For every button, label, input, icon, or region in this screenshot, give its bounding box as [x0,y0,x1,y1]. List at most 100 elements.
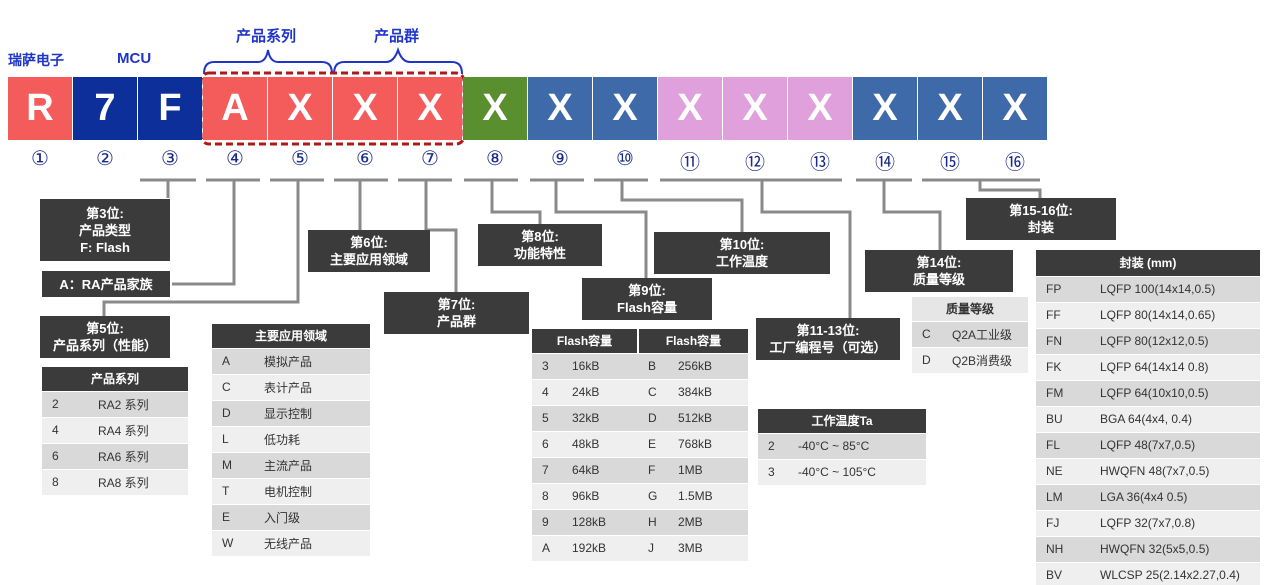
table-cell: RA8 系列 [88,468,188,495]
callout-pos4: A：RA产品家族 [42,271,170,297]
series-table-header: 产品系列 [42,367,188,391]
position-number-12: ⑫ [745,150,765,174]
table-cell: L [212,425,254,452]
position-number-9: ⑨ [551,146,569,170]
callout-pos11-13-line2: 工厂编程号（可选） [769,340,887,355]
table-cell: 3MB [668,534,748,561]
table-cell: G [638,482,668,509]
table-cell: LQFP 48(7x7,0.5) [1090,431,1260,458]
position-number-8: ⑧ [486,146,504,170]
table-cell: BGA 64(4x4, 0.4) [1090,405,1260,432]
code-box-6: X [333,77,397,140]
position-number-3: ③ [161,146,179,170]
group-brace-label: 产品群 [374,28,420,45]
table-cell: D [912,346,942,373]
temperature-table-header: 工作温度Ta [758,409,926,433]
callout-pos8: 第8位: 功能特性 [478,224,602,266]
callout-pos7: 第7位: 产品群 [384,292,529,334]
callout-pos7-line1: 第7位: [437,297,476,312]
table-cell: 9 [532,508,562,535]
code-box-11: X [658,77,722,140]
callout-pos3-line2: 产品类型 [78,222,131,238]
table-cell: 256kB [668,352,748,379]
table-cell: 6 [42,442,88,469]
callout-pos10-line1: 第10位: [719,237,765,252]
table-cell: 48kB [562,430,638,457]
table-cell: 96kB [562,482,638,509]
table-cell: H [638,508,668,535]
callout-pos5-line2: 产品系列（性能） [52,338,157,353]
brand-label: 瑞萨电子 [8,52,64,68]
position-number-6: ⑥ [356,146,374,170]
table-cell: FN [1036,327,1090,354]
callout-pos11-13: 第11-13位: 工厂编程号（可选） [756,318,900,360]
callout-pos7-line2: 产品群 [436,314,476,329]
quality-table-header: 质量等级 [912,297,1028,321]
code-box-13: X [788,77,852,140]
code-box-2: 7 [73,77,137,140]
callout-pos10-line2: 工作温度 [715,254,768,269]
table-row: 2-40°C ~ 85°C [758,432,926,459]
table-cell: 16kB [562,352,638,379]
table-cell: LQFP 64(14x14 0.8) [1090,353,1260,380]
table-cell: FL [1036,431,1090,458]
table-cell: 192kB [562,534,638,561]
table-cell: 128kB [562,508,638,535]
table-cell: D [212,399,254,426]
callout-pos15-16: 第15-16位: 封装 [966,198,1116,240]
table-cell: FP [1036,275,1090,302]
table-cell: RA4 系列 [88,416,188,443]
callout-pos3: 第3位: 产品类型 F: Flash [40,199,170,261]
table-cell: LQFP 100(14x14,0.5) [1090,275,1260,302]
code-box-1: R [8,77,72,140]
table-cell: 6 [532,430,562,457]
code-box-14: X [853,77,917,140]
callout-pos10: 第10位: 工作温度 [654,232,830,274]
table-cell: 7 [532,456,562,483]
position-number-14: ⑭ [875,150,895,174]
position-number-1: ① [31,146,49,170]
table-cell: 低功耗 [254,425,370,452]
code-box-16: X [983,77,1047,140]
table-cell: LGA 36(4x4 0.5) [1090,483,1260,510]
table-cell: BV [1036,561,1090,585]
table-cell: LQFP 80(12x12,0.5) [1090,327,1260,354]
table-cell: RA6 系列 [88,442,188,469]
callout-pos14-line1: 第14位: [916,255,962,270]
table-cell: Q2A工业级 [942,320,1028,347]
callout-pos9-line2: Flash容量 [617,300,677,315]
series-brace [203,49,333,75]
table-cell: 4 [532,378,562,405]
table-cell: 64kB [562,456,638,483]
mcu-label: MCU [117,50,152,67]
position-number-5: ⑤ [291,146,309,170]
position-number-2: ② [96,146,114,170]
table-cell: LQFP 32(7x7,0.8) [1090,509,1260,536]
callout-pos15-16-line1: 第15-16位: [1009,203,1073,218]
table-cell: NE [1036,457,1090,484]
table-cell: -40°C ~ 105°C [788,458,926,485]
table-cell: RA2 系列 [88,390,188,417]
code-box-8: X [463,77,527,140]
table-cell: M [212,451,254,478]
